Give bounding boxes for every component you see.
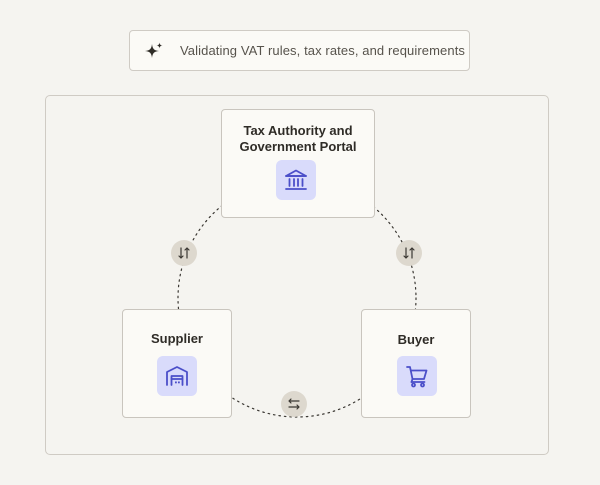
status-text: Validating VAT rules, tax rates, and req…	[180, 43, 466, 58]
status-banner: Validating VAT rules, tax rates, and req…	[129, 30, 470, 71]
supplier-node[interactable]: Supplier	[122, 309, 232, 418]
buyer-title: Buyer	[397, 332, 435, 347]
tax-authority-title: Tax Authority and Government Portal	[239, 123, 357, 154]
swap-horizontal-icon	[281, 391, 307, 417]
swap-vertical-icon	[396, 240, 422, 266]
buyer-node[interactable]: Buyer	[361, 309, 471, 418]
swap-vertical-icon	[171, 240, 197, 266]
sparkle-icon	[145, 42, 163, 58]
tax-authority-node[interactable]: Tax Authority and Government Portal	[221, 109, 375, 218]
warehouse-icon	[157, 356, 197, 396]
supplier-title: Supplier	[150, 331, 203, 346]
shopping-cart-icon	[397, 356, 437, 396]
government-building-icon	[276, 160, 316, 200]
